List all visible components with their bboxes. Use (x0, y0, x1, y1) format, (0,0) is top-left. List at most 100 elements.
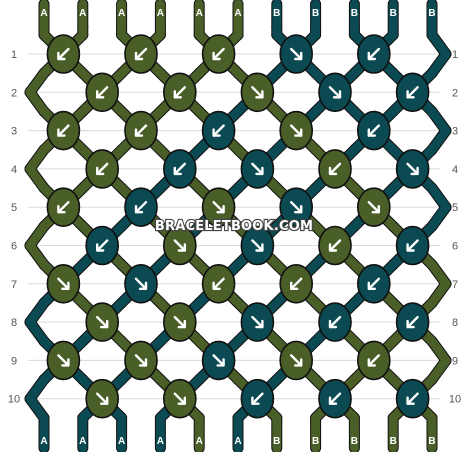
watermark-text: BRACELETBOOK.COM (155, 219, 313, 234)
knot (279, 263, 314, 304)
knot (46, 263, 81, 304)
knot (395, 225, 430, 266)
knot-arrow-icon (328, 315, 342, 329)
bottom-strand-label: A (196, 436, 203, 447)
knot-arrow-icon (134, 200, 148, 214)
knot (240, 72, 275, 113)
knot-arrow-icon (134, 277, 148, 290)
knot-arrow-icon (290, 47, 303, 61)
top-strand-label: A (234, 8, 241, 19)
row-label-left: 1 (11, 49, 17, 61)
row-label-left: 6 (11, 241, 17, 253)
row-label-right: 4 (452, 164, 458, 176)
knot-arrow-icon (134, 124, 148, 137)
knot-arrow-icon (406, 315, 419, 329)
row-label-right: 7 (452, 279, 458, 291)
knot-arrow-icon (328, 162, 342, 176)
top-strand-label: A (79, 8, 86, 19)
knot-arrow-icon (173, 315, 187, 329)
knot-arrow-icon (134, 354, 148, 367)
row-label-right: 1 (452, 49, 458, 61)
knot (356, 187, 391, 227)
knot-arrow-icon (134, 47, 148, 61)
knot (356, 34, 391, 74)
knot (124, 187, 158, 227)
knot-arrow-icon (251, 162, 264, 176)
knot (163, 149, 197, 189)
knot-arrow-icon (367, 277, 380, 290)
bottom-strand-label: A (79, 436, 86, 447)
knot (318, 72, 352, 113)
bottom-strand-label: B (351, 436, 358, 447)
knot-arrow-icon (328, 392, 342, 405)
knot-arrow-icon (406, 239, 419, 252)
knot (395, 149, 430, 189)
knot (163, 302, 197, 342)
knot (124, 34, 158, 74)
row-label-left: 4 (11, 164, 17, 176)
knot (240, 225, 275, 266)
knot-arrow-icon (57, 124, 70, 137)
knot-arrow-icon (173, 392, 187, 405)
knot-arrow-icon (95, 86, 109, 99)
knot-arrow-icon (406, 162, 419, 176)
bottom-strand-label: B (312, 436, 319, 447)
top-strand-label: B (312, 8, 319, 19)
knot (85, 378, 119, 419)
knot (201, 340, 236, 381)
knot (356, 263, 391, 304)
knot-arrow-icon (367, 47, 380, 61)
knot-arrow-icon (95, 392, 109, 405)
knot (318, 378, 352, 419)
knot (85, 149, 119, 189)
knot-arrow-icon (95, 162, 109, 176)
top-strand-label: A (157, 8, 164, 19)
knot-arrow-icon (251, 239, 264, 252)
knot (201, 110, 236, 151)
knot (356, 110, 391, 151)
knot-arrow-icon (290, 277, 303, 290)
top-strand-label: A (40, 8, 47, 19)
knot (201, 263, 236, 304)
knot (318, 302, 352, 342)
knot-arrow-icon (290, 354, 303, 367)
knot (124, 110, 158, 151)
row-label-left: 10 (8, 394, 20, 406)
knot-arrow-icon (328, 239, 342, 252)
knot-arrow-icon (57, 277, 70, 290)
bottom-strand-label: A (40, 436, 47, 447)
top-strand-label: B (351, 8, 358, 19)
knot (279, 110, 314, 151)
knot (240, 302, 275, 342)
knot-arrow-icon (57, 354, 70, 367)
knot (163, 72, 197, 113)
row-label-right: 3 (452, 126, 458, 138)
top-strand-label: A (196, 8, 203, 19)
knot (124, 263, 158, 304)
row-label-left: 7 (11, 279, 17, 291)
knot (395, 302, 430, 342)
knot-arrow-icon (212, 47, 225, 61)
knot-arrow-icon (173, 162, 187, 176)
knot (46, 187, 81, 227)
knot (279, 34, 314, 74)
knot (46, 110, 81, 151)
top-strand-label: B (428, 8, 435, 19)
knot-arrow-icon (57, 47, 70, 61)
knot-arrow-icon (290, 124, 303, 137)
knot (201, 34, 236, 74)
knot-arrow-icon (251, 315, 264, 329)
knot (124, 340, 158, 381)
top-strand-label: B (390, 8, 397, 19)
knot (85, 72, 119, 113)
row-label-right: 9 (452, 355, 458, 367)
knot (240, 378, 275, 419)
row-label-right: 10 (449, 394, 461, 406)
knot (318, 225, 352, 266)
bottom-strand-label: B (390, 436, 397, 447)
knot-arrow-icon (212, 200, 225, 214)
row-label-left: 9 (11, 355, 17, 367)
top-strand-label: A (118, 8, 125, 19)
